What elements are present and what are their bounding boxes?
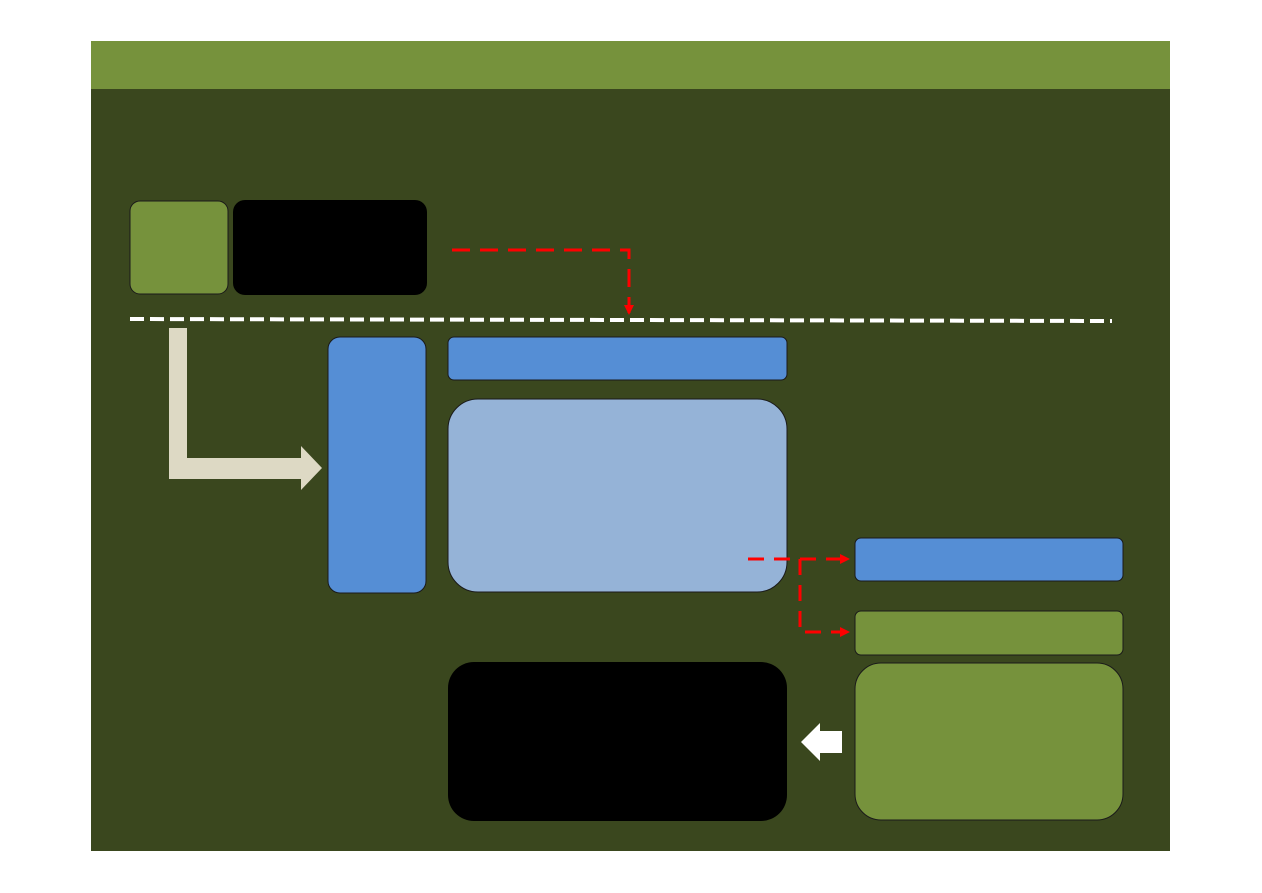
slide-header-bar (91, 41, 1170, 89)
right-green-bar (854, 610, 1124, 656)
beige-bent-arrow (169, 328, 322, 490)
white-dashed-divider (129, 317, 1113, 323)
tall-blue-column (327, 336, 427, 594)
top-black-box (233, 200, 427, 295)
red-dashed-connector-to-green-bar (798, 559, 850, 637)
white-left-arrow (801, 723, 842, 761)
blue-header-bar (447, 336, 788, 381)
right-blue-bar (854, 537, 1124, 582)
bottom-right-green-box (854, 662, 1124, 821)
large-light-blue-box (447, 398, 788, 593)
top-left-green-square (129, 200, 229, 295)
bottom-black-box (448, 662, 787, 821)
red-dashed-connector-to-divider (452, 248, 634, 315)
